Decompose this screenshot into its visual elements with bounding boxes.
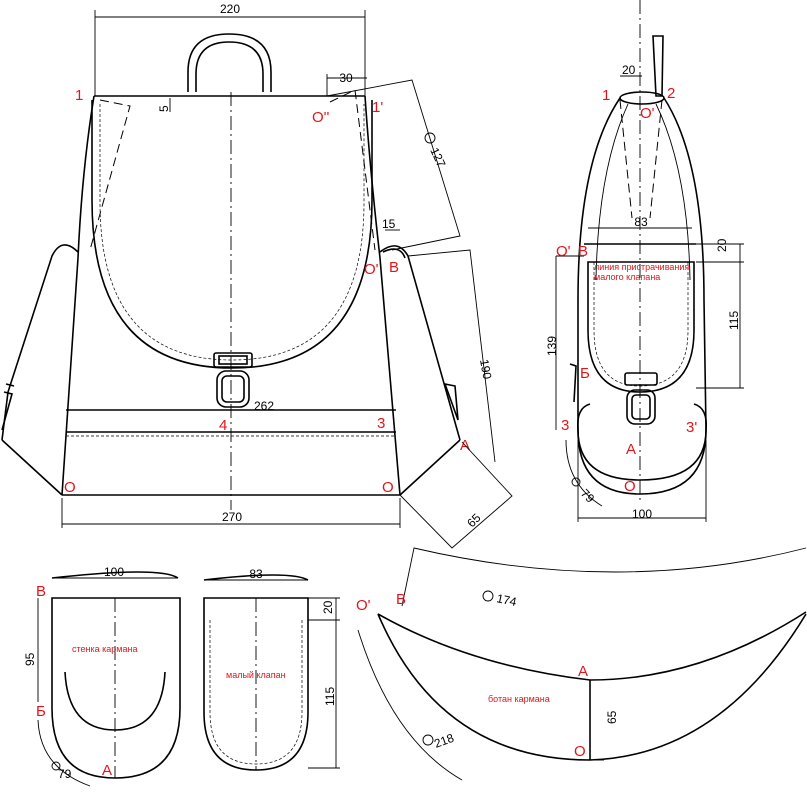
dim-side-height: 190 (477, 358, 494, 380)
flap-arc-guide (326, 79, 461, 251)
dim-side-flap-top: 20 (715, 238, 729, 252)
note-pocket-bottom: ботан кармана (488, 694, 550, 704)
side-point-1: 1 (602, 87, 610, 104)
point-4: 4 (219, 417, 227, 434)
dim-small-flap-width: 83 (249, 567, 263, 581)
side-point-o: O' (640, 105, 655, 122)
pocket-wall: 100 стенка кармана В Б А 95 79 (23, 565, 181, 787)
dim-handle-offset: 5 (157, 105, 171, 112)
left-gusset (1, 244, 79, 441)
dim-side-bottom-arc: 79 (578, 486, 598, 506)
front-view: 220 5 30 127 1 O'' 1' 1 (1, 2, 513, 549)
side-point-a: А (626, 441, 636, 458)
side-point-o-left: O' (556, 243, 571, 260)
point-o-left: О (64, 479, 76, 496)
gusset-point-o-prime: O' (356, 597, 371, 614)
dim-side-pocket-height: 139 (545, 336, 559, 356)
side-point-3: 3 (561, 417, 569, 434)
point-1-prime: 1' (372, 99, 383, 116)
point-o-right: О (382, 479, 394, 496)
small-flap: 83 малый клапан 20 115 (203, 567, 340, 771)
dim-pocket-wall-arc: 79 (58, 767, 72, 781)
dashed-left (89, 99, 131, 251)
dim-gusset-height: 65 (605, 710, 619, 724)
clasp-top (213, 352, 253, 368)
pocket-gusset: 174 218 ботан кармана 65 O' В А О (356, 547, 807, 781)
strap-tip (652, 35, 664, 97)
dim-front-bottom-width: 270 (222, 510, 242, 524)
side-point-3-prime: 3' (686, 419, 697, 436)
pocket-bottom-inner (577, 429, 707, 481)
handle-outer (187, 33, 272, 92)
right-strap-clip (443, 382, 459, 421)
side-outer-left (577, 97, 621, 430)
dim-side-top: 20 (622, 63, 636, 77)
top-ring (619, 91, 665, 105)
gusset-point-o: О (574, 743, 586, 760)
gusset-top-edge (377, 611, 807, 681)
pocket-point-v: В (36, 583, 46, 600)
pocket-wall-inner (64, 671, 166, 731)
dim-gusset-outer-arc: 174 (495, 591, 518, 609)
dim-flap-arc: 127 (427, 145, 448, 169)
dim-small-flap-height: 115 (323, 687, 337, 706)
right-gusset (379, 245, 461, 441)
bottom-depth-guide (399, 441, 513, 549)
dim-front-top-width: 220 (220, 2, 240, 16)
pocket-bottom-outer (577, 429, 707, 495)
side-view: 20 1 2 O' 83 O' В линия пристрачивания м… (545, 0, 744, 522)
note-stitch-line-1: линия пристрачивания (594, 262, 689, 272)
gusset-point-a: А (578, 663, 588, 680)
front-right-side (364, 95, 401, 496)
dim-side-bottom-width: 100 (632, 507, 652, 521)
dim-side-pocket-width: 83 (634, 215, 648, 229)
dashed-right (329, 89, 376, 251)
side-point-b: Б (580, 365, 590, 382)
side-height-guide (407, 249, 496, 463)
pocket-point-a: А (102, 762, 112, 779)
right-wing-bottom (399, 439, 461, 496)
side-outer-right (663, 97, 707, 431)
clasp-body (216, 370, 250, 408)
dim-side-top: 15 (382, 217, 396, 231)
right-gusset-top (382, 248, 406, 259)
dim-flap-inset: 30 (339, 71, 353, 85)
handle-inner (195, 41, 264, 92)
point-v: В (389, 259, 399, 276)
front-left-side (61, 95, 95, 496)
pocket-point-b: Б (36, 703, 46, 720)
left-gusset-clip (1, 391, 13, 431)
dim-front-mid-width: 262 (254, 399, 274, 413)
point-3: 3 (377, 415, 385, 432)
dim-gusset-inner-arc: 218 (432, 731, 456, 751)
front-flap (91, 100, 373, 369)
dim-small-flap-top: 20 (321, 600, 335, 614)
pocket-wall-shape (51, 597, 181, 779)
side-point-v: В (578, 243, 588, 260)
gusset-point-v: В (396, 591, 406, 608)
flap-stitch (99, 104, 365, 361)
point-o-prime: O' (364, 261, 379, 278)
side-point-2: 2 (667, 85, 675, 102)
note-small-flap: малый клапан (226, 670, 286, 680)
side-point-o: О (624, 478, 636, 495)
left-wing-bottom (1, 439, 63, 496)
dim-side-flap-height: 115 (727, 311, 741, 330)
small-flap-side (587, 261, 695, 393)
point-o-double-prime: O'' (312, 109, 330, 126)
note-pocket-wall: стенка кармана (72, 644, 137, 654)
dim-pocket-wall-height: 95 (23, 652, 37, 666)
point-1: 1 (75, 87, 83, 104)
note-stitch-line-2: малого клапана (594, 272, 660, 282)
dim-bottom-depth: 65 (464, 511, 484, 531)
